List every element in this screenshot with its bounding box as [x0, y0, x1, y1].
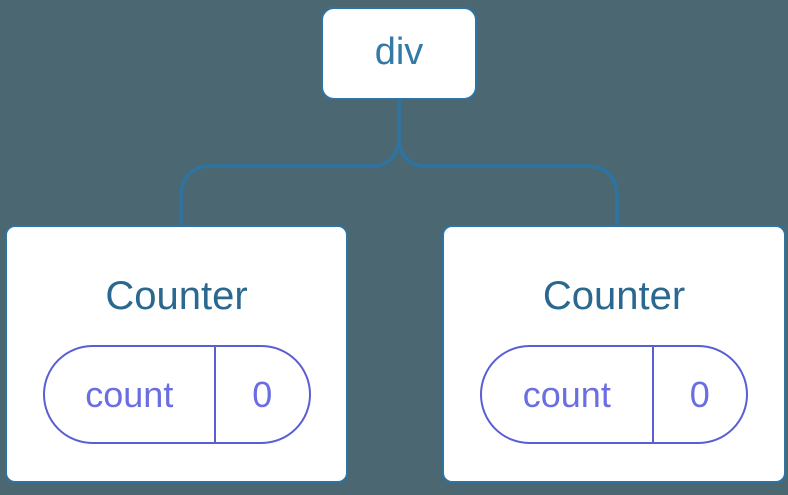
state-value-label: 0	[689, 373, 710, 415]
state-value-section: 0	[216, 347, 308, 442]
state-pill: count 0	[480, 345, 748, 444]
edge-root-to-left-child	[179, 99, 401, 226]
state-pill: count 0	[42, 345, 311, 444]
tree-node-div: div	[321, 7, 477, 100]
state-value-section: 0	[654, 347, 746, 442]
state-key-section: count	[482, 347, 654, 442]
state-key-label: count	[85, 373, 174, 415]
component-title: Counter	[105, 274, 248, 318]
state-key-section: count	[45, 347, 217, 442]
tree-node-counter-right: Counter count 0	[442, 225, 786, 483]
tree-node-counter-left: Counter count 0	[5, 225, 348, 483]
state-key-label: count	[522, 373, 611, 415]
root-node-label: div	[374, 30, 424, 73]
state-value-label: 0	[252, 373, 273, 415]
edge-root-to-right-child	[397, 99, 619, 226]
component-title: Counter	[542, 274, 686, 318]
